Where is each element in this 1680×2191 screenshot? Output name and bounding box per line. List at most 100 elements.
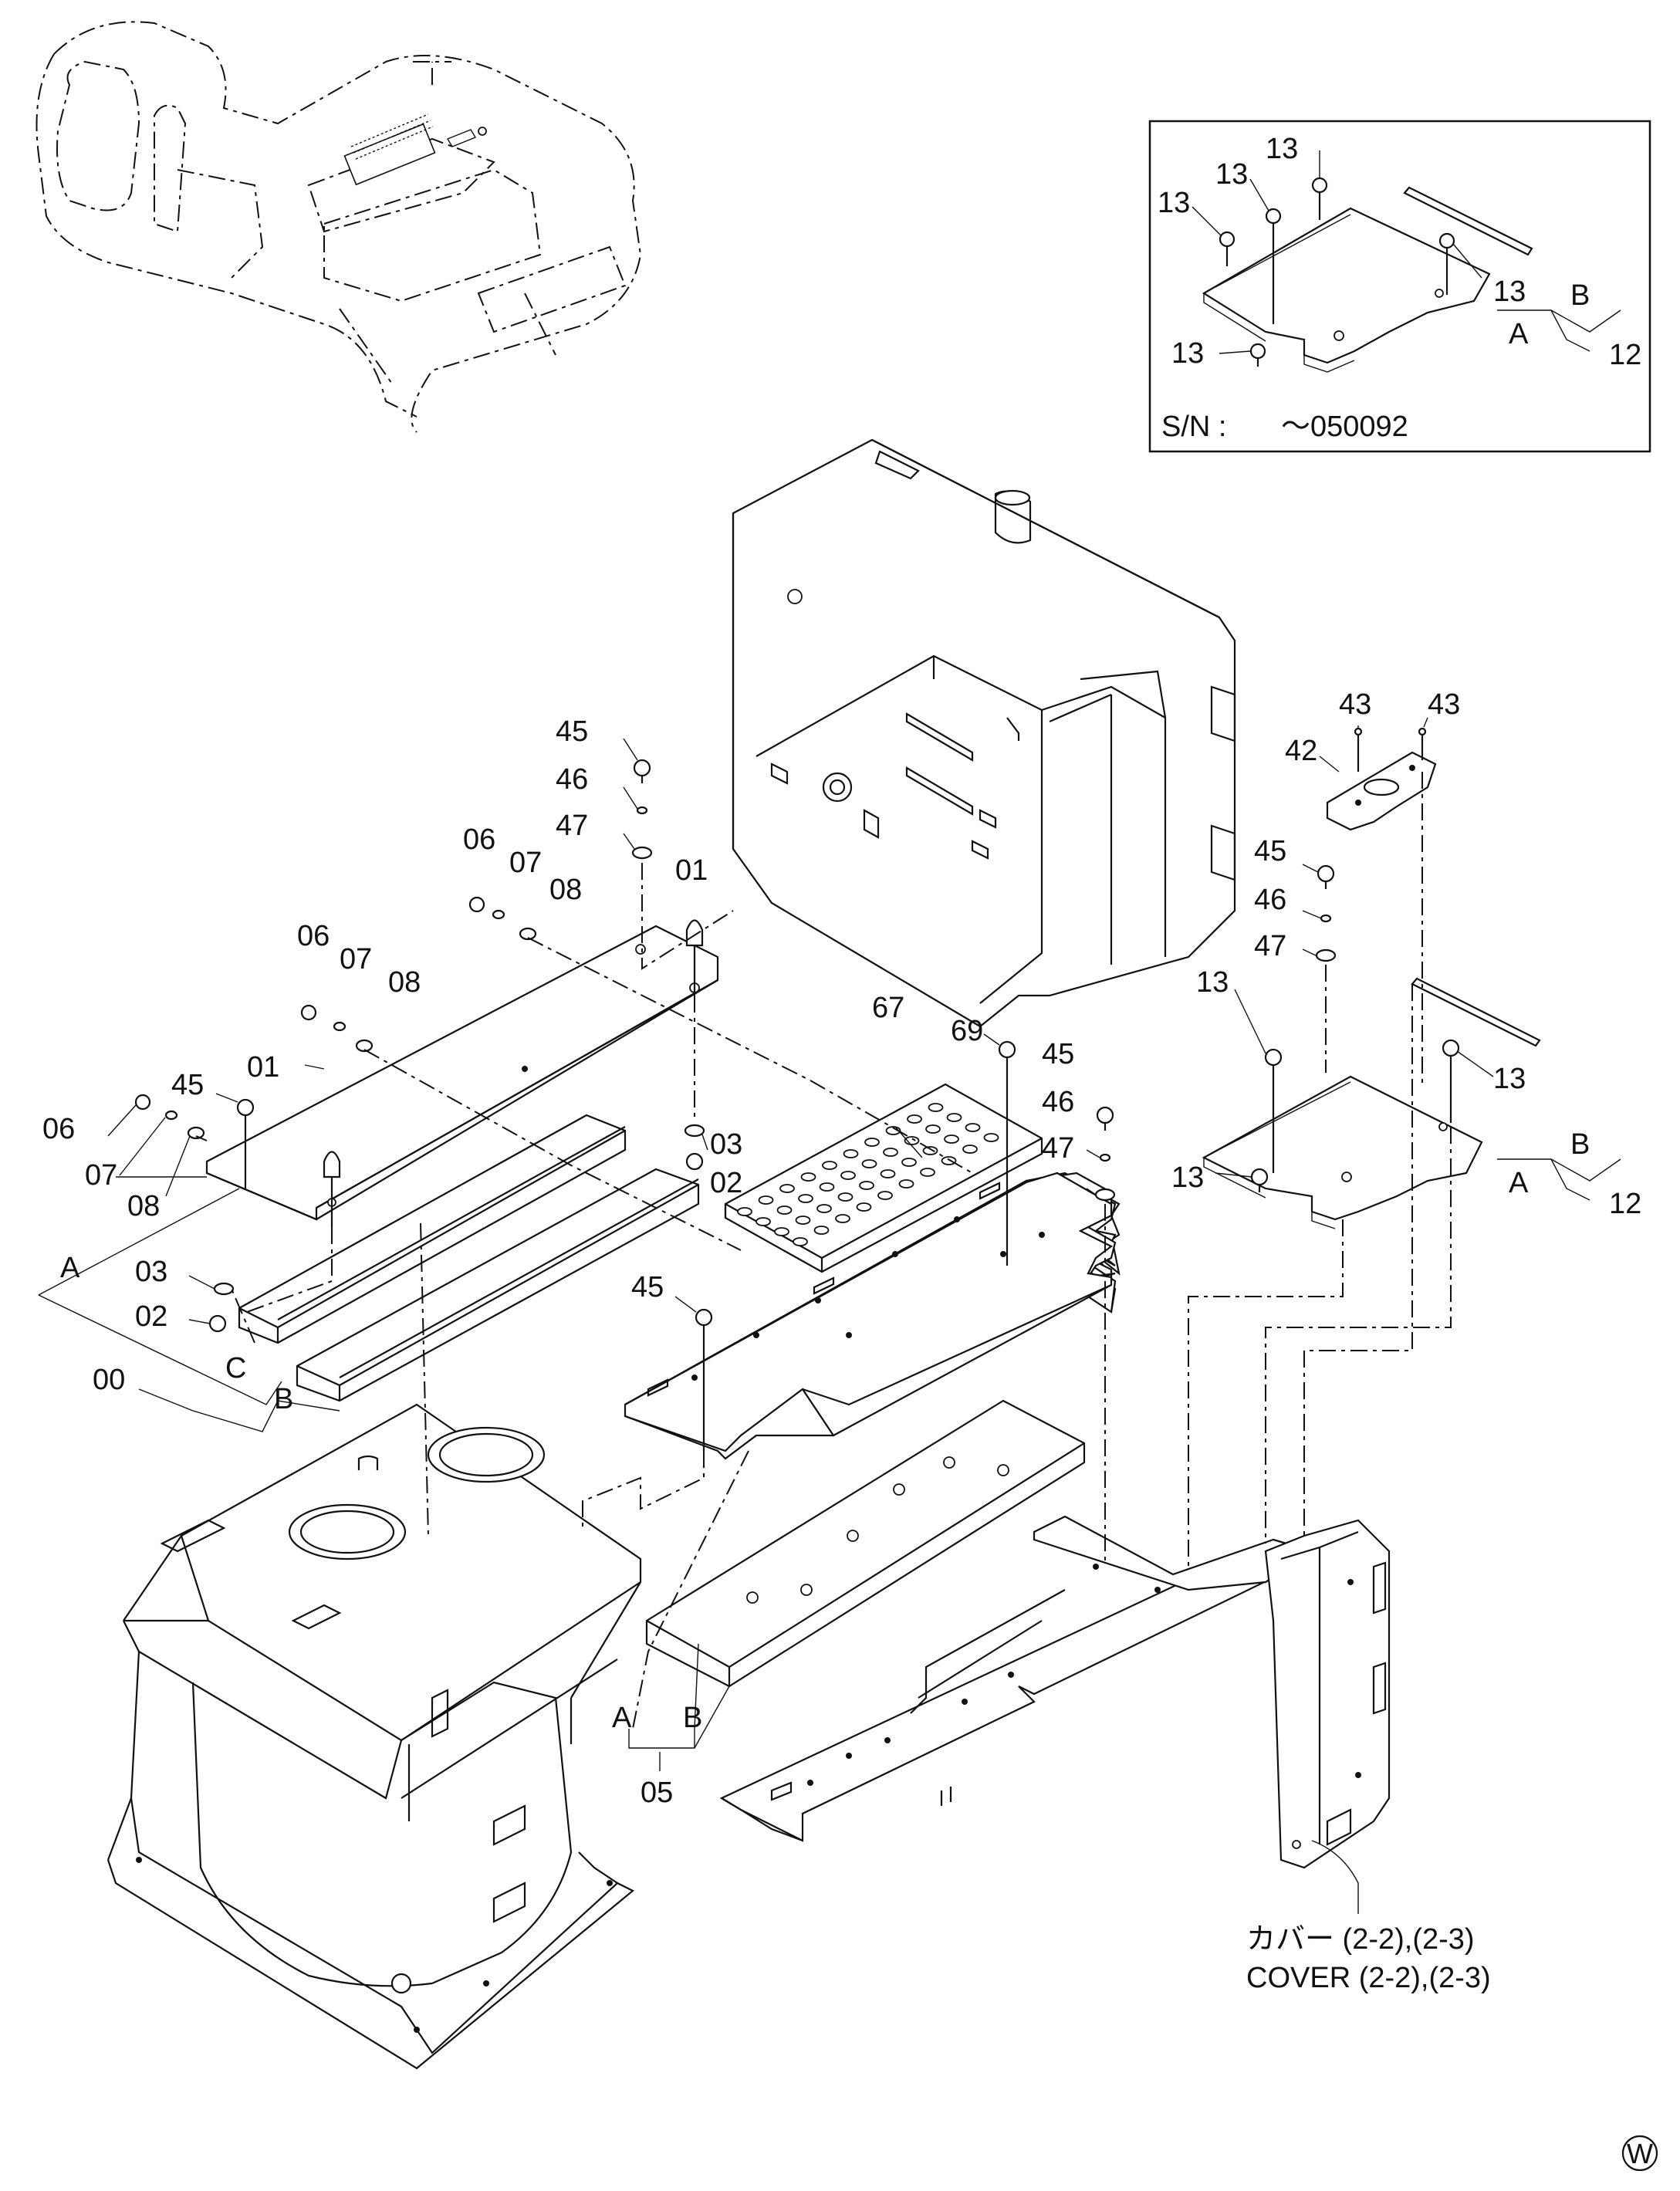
washer-08-icon [187, 1126, 205, 1140]
perforation-hole [793, 1237, 808, 1246]
floor-plate-05 [645, 1399, 1086, 1688]
callout-07: 07 [85, 1159, 117, 1192]
bolt-45-icon [1317, 864, 1335, 889]
leader-lines [38, 717, 1621, 1914]
right-side-cover [1264, 1519, 1391, 1869]
perforation-hole [920, 1168, 935, 1177]
callout-A: A [1509, 318, 1529, 350]
perforation-hole [983, 1133, 999, 1142]
perforation-hole [880, 1169, 896, 1178]
callout-43: 43 [1428, 688, 1460, 721]
callout-47: 47 [556, 810, 588, 842]
machine-overview-sketch [35, 21, 642, 433]
bolt-45-icon [1096, 1106, 1114, 1131]
callout-03: 03 [710, 1128, 742, 1161]
callout-B: B [1570, 279, 1590, 312]
washer-47-icon [1094, 1188, 1116, 1202]
rails-C-B [238, 1114, 700, 1402]
corner-mark-letter: W [1627, 2138, 1653, 2169]
callout-01: 01 [247, 1051, 279, 1084]
bolt-45-icon [695, 1308, 713, 1451]
perforation-hole [795, 1216, 811, 1225]
callout-47: 47 [1042, 1132, 1074, 1165]
nut-06-icon [300, 1004, 317, 1021]
callout-12: 12 [1609, 339, 1641, 371]
washer-08-icon [355, 1039, 374, 1053]
callout-12: 12 [1609, 1188, 1641, 1220]
callout-08: 08 [127, 1190, 160, 1222]
callout-13: 13 [1158, 187, 1190, 219]
bolt-45-icon [236, 1098, 255, 1188]
left-cover-plate [205, 925, 719, 1221]
perforation-hole [941, 1156, 957, 1165]
perforation-hole [928, 1103, 944, 1112]
spring-washer-07-icon [492, 909, 505, 920]
callout-labels: 45 46 47 06 07 08 01 06 07 08 01 45 06 0… [42, 688, 1641, 1809]
perforation-hole [776, 1205, 793, 1215]
rubber-cushion-01-icon [323, 1151, 341, 1227]
serial-label: S/N : [1161, 411, 1226, 443]
callout-43: 43 [1339, 688, 1371, 721]
rubber-cushion-01-icon [685, 919, 704, 996]
perforation-hole [944, 1134, 959, 1144]
center-floor-plate [624, 1172, 1121, 1460]
washer-47-icon [1315, 948, 1337, 962]
spring-washer-07-icon [333, 1021, 346, 1032]
callout-B: B [683, 1702, 702, 1734]
callout-08: 08 [388, 966, 421, 999]
bolt-13-icon [1264, 1048, 1283, 1173]
inset-bolt-mid-icon [1265, 208, 1282, 324]
washer-03-icon [213, 1282, 235, 1296]
callout-13: 13 [1196, 966, 1229, 999]
perforation-hole [755, 1217, 771, 1226]
callout-B: B [1570, 1128, 1590, 1161]
perforation-hole [819, 1182, 835, 1192]
callout-45: 45 [1254, 835, 1286, 867]
spring-washer-46-icon [636, 806, 648, 815]
assembly-reference-lines [116, 772, 1452, 1729]
callout-45: 45 [171, 1069, 204, 1101]
spring-washer-46-icon [1099, 1153, 1111, 1162]
perforation-hole [774, 1227, 789, 1236]
callout-01: 01 [675, 854, 708, 887]
perforation-hole [737, 1207, 752, 1216]
washer-08-icon [519, 927, 537, 941]
nut-06-icon [468, 896, 485, 913]
callout-47: 47 [1254, 930, 1286, 962]
perforated-step-plate [724, 1083, 1043, 1273]
cover-note-japanese: カバー (2-2),(2-3) [1246, 1923, 1475, 1956]
callout-46: 46 [556, 763, 588, 796]
bracket-42 [1326, 751, 1437, 831]
callout-00: 00 [93, 1364, 125, 1396]
callout-02: 02 [710, 1167, 742, 1199]
perforation-hole [816, 1204, 832, 1213]
perforation-hole [798, 1194, 813, 1203]
lower-housing [106, 1403, 642, 2070]
callout-08: 08 [549, 874, 582, 906]
right-plate-12 [1202, 977, 1541, 1229]
perforation-hole [877, 1191, 893, 1200]
spring-washer-07-icon [164, 1110, 178, 1121]
nut-02-icon [685, 1152, 704, 1171]
perforation-hole [904, 1136, 920, 1145]
inset-bolt-low-icon [1249, 343, 1266, 367]
perforation-hole [901, 1158, 917, 1167]
callout-45: 45 [631, 1271, 664, 1303]
callout-13: 13 [1266, 133, 1298, 165]
corner-mark-icon: W [1621, 2135, 1658, 2172]
perforation-hole [800, 1172, 816, 1182]
bolt-45-icon [633, 759, 651, 783]
callout-05: 05 [641, 1777, 673, 1809]
callout-C: C [225, 1352, 246, 1385]
radiator-tank-assembly [732, 438, 1236, 1028]
callout-67: 67 [872, 992, 904, 1024]
perforation-hole [962, 1145, 978, 1154]
perforation-hole [822, 1161, 837, 1170]
perforation-hole [837, 1192, 854, 1202]
screw-43-icon [1354, 727, 1363, 772]
bolt-13-icon [1250, 1168, 1269, 1192]
cover-note-english: COVER (2-2),(2-3) [1246, 1962, 1491, 1994]
callout-06: 06 [42, 1113, 75, 1145]
callout-A: A [1509, 1167, 1529, 1199]
